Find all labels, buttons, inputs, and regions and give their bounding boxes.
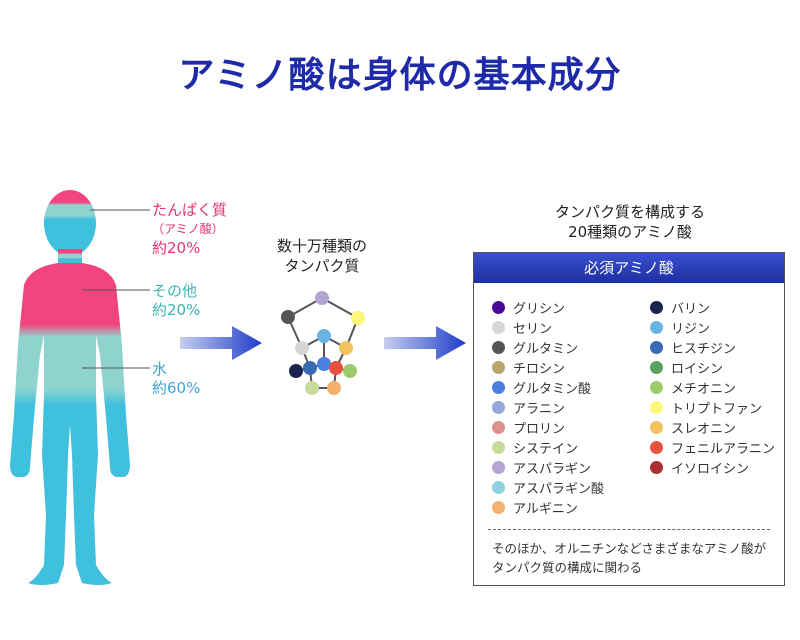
amino-acid-item: グリシン — [492, 297, 604, 317]
color-dot-icon — [492, 420, 505, 434]
amino-acid-item: グルタミン — [492, 337, 604, 357]
color-dot-icon — [650, 360, 663, 374]
amino-acid-item: メチオニン — [650, 377, 775, 397]
color-dot-icon — [650, 320, 663, 334]
amino-acid-name: アスパラギン — [513, 461, 592, 477]
amino-acid-name: グリシン — [513, 301, 566, 317]
amino-acid-name: プロリン — [513, 421, 566, 437]
amino-acid-item: アルギニン — [492, 497, 604, 517]
amino-acid-item: ヒスチジン — [650, 337, 775, 357]
amino-acid-name: システイン — [513, 441, 579, 457]
amino-acid-name: リジン — [671, 321, 711, 337]
amino-acid-item: チロシン — [492, 357, 604, 377]
protein-label: たんぱく質 （アミノ酸） 約20% — [152, 201, 227, 258]
color-dot-icon — [492, 480, 505, 494]
amino-acid-item: イソロイシン — [650, 457, 775, 477]
amino-acid-name: イソロイシン — [671, 461, 750, 477]
color-dot-icon — [650, 460, 663, 474]
amino-acid-item: グルタミン酸 — [492, 377, 604, 397]
amino-acid-name: アスパラギン酸 — [513, 481, 605, 497]
protein-molecule-network — [281, 291, 365, 395]
protein-count-label: 数十万種類の タンパク質 — [262, 236, 382, 276]
water-label-name: 水 — [152, 360, 168, 378]
amino-acid-name: ヒスチジン — [671, 341, 737, 357]
color-dot-icon — [492, 440, 505, 454]
amino-acid-name: スレオニン — [671, 421, 737, 437]
water-label: 水 約60% — [152, 360, 200, 398]
amino-acid-name: アラニン — [513, 401, 566, 417]
amino-acid-name: グルタミン酸 — [513, 381, 592, 397]
amino-acid-name: トリプトファン — [671, 401, 763, 417]
page-title: アミノ酸は身体の基本成分 — [178, 55, 622, 96]
other-label-name: その他 — [152, 282, 198, 300]
panel-divider — [488, 529, 770, 530]
amino-acid-name: チロシン — [513, 361, 566, 377]
water-label-pct: 約60% — [152, 379, 201, 397]
color-dot-icon — [492, 400, 505, 414]
color-dot-icon — [492, 380, 505, 394]
amino-acid-name: グルタミン — [513, 341, 579, 357]
amino-acid-name: フェニルアラニン — [671, 441, 776, 457]
color-dot-icon — [492, 320, 505, 334]
amino-acid-name: アルギニン — [513, 501, 578, 517]
protein-label-sub: （アミノ酸） — [152, 222, 224, 236]
color-dot-icon — [650, 440, 663, 454]
amino-acid-heading: タンパク質を構成する 20種類のアミノ酸 — [540, 202, 720, 242]
amino-acid-name: メチオニン — [671, 381, 737, 397]
amino-acid-item: トリプトファン — [650, 397, 775, 417]
amino-acid-item: プロリン — [492, 417, 604, 437]
amino-acid-item: セリン — [492, 317, 604, 337]
amino-acid-heading-line1: タンパク質を構成する — [554, 203, 705, 221]
amino-acid-item: システイン — [492, 437, 604, 457]
amino-acid-list-left: グリシンセリングルタミンチロシングルタミン酸アラニンプロリンシステインアスパラギ… — [492, 297, 604, 517]
color-dot-icon — [650, 300, 663, 314]
amino-acid-item: スレオニン — [650, 417, 775, 437]
amino-acid-item: アスパラギン — [492, 457, 604, 477]
amino-acid-list-right: バリンリジンヒスチジンロイシンメチオニントリプトファンスレオニンフェニルアラニン… — [650, 297, 775, 477]
color-dot-icon — [650, 340, 663, 354]
arrow-right-icon — [180, 326, 262, 360]
other-label: その他 約20% — [152, 282, 200, 320]
color-dot-icon — [492, 300, 505, 314]
amino-acid-name: ロイシン — [671, 361, 724, 377]
amino-acid-item: アラニン — [492, 397, 604, 417]
amino-acid-name: バリン — [671, 301, 711, 317]
other-label-pct: 約20% — [152, 301, 201, 319]
amino-acid-item: ロイシン — [650, 357, 775, 377]
amino-acid-item: バリン — [650, 297, 775, 317]
color-dot-icon — [492, 360, 505, 374]
protein-label-name: たんぱく質 — [152, 201, 228, 219]
amino-acid-item: フェニルアラニン — [650, 437, 775, 457]
human-body-figure — [10, 190, 130, 585]
color-dot-icon — [650, 400, 663, 414]
protein-count-line1: 数十万種類の — [276, 237, 367, 255]
protein-count-line2: タンパク質 — [284, 257, 360, 275]
amino-acid-item: リジン — [650, 317, 775, 337]
protein-label-pct: 約20% — [152, 239, 201, 257]
color-dot-icon — [650, 420, 663, 434]
color-dot-icon — [492, 500, 505, 514]
arrow-right-icon — [384, 326, 466, 360]
amino-acid-heading-line2: 20種類のアミノ酸 — [568, 223, 692, 241]
amino-acid-panel: 必須アミノ酸 グリシンセリングルタミンチロシングルタミン酸アラニンプロリンシステ… — [473, 252, 785, 586]
essential-amino-acid-header: 必須アミノ酸 — [474, 253, 784, 283]
amino-acid-name: セリン — [513, 321, 553, 337]
amino-acid-item: アスパラギン酸 — [492, 477, 604, 497]
color-dot-icon — [492, 460, 505, 474]
color-dot-icon — [492, 340, 505, 354]
panel-note: そのほか、オルニチンなどさまざまなアミノ酸がタンパク質の構成に関わる — [492, 541, 767, 575]
color-dot-icon — [650, 380, 663, 394]
